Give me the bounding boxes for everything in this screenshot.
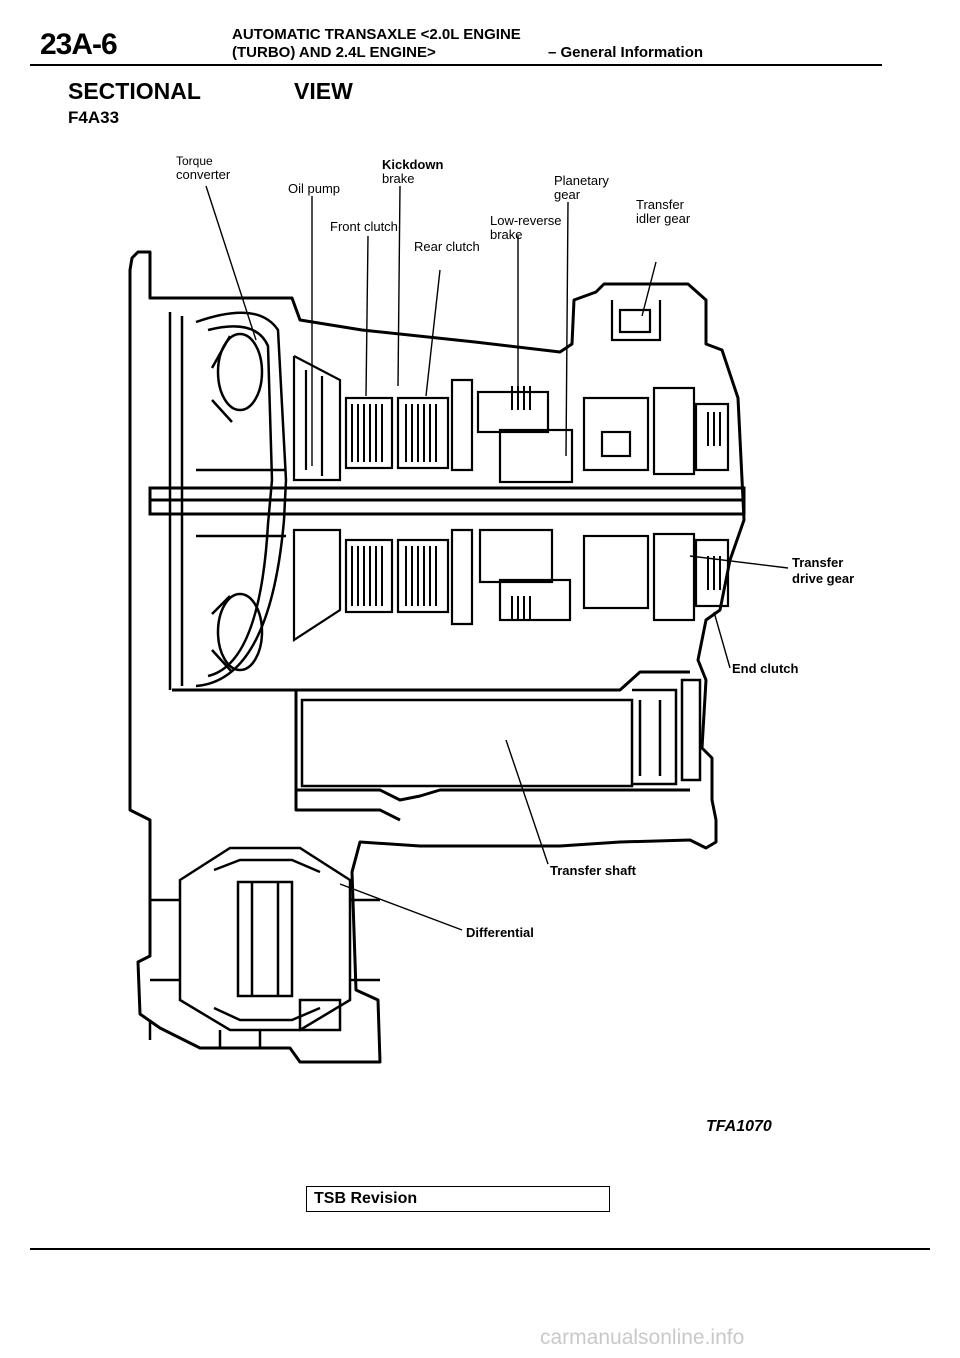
figure-id: TFA1070 xyxy=(706,1118,772,1135)
label-end-clutch: End clutch xyxy=(732,661,799,676)
tsb-revision-label: TSB Revision xyxy=(314,1190,418,1207)
label-low-reverse-line1: Low-reverse xyxy=(490,213,562,228)
label-transfer-drive-line1: Transfer xyxy=(792,555,844,570)
model-code: F4A33 xyxy=(68,108,120,127)
label-oil-pump: Oil pump xyxy=(288,181,341,196)
label-kickdown-line2: brake xyxy=(382,171,415,186)
label-torque-converter-line2: converter xyxy=(176,167,231,182)
watermark: carmanualsonline.info xyxy=(540,1326,745,1349)
label-front-clutch: Front clutch xyxy=(330,219,398,234)
label-planetary-line2: gear xyxy=(554,187,581,202)
section-title-word2: VIEW xyxy=(294,78,353,104)
header-rule xyxy=(30,64,882,66)
page-number: 23A-6 xyxy=(40,28,118,61)
label-transfer-idler-line2: idler gear xyxy=(636,211,691,226)
label-transfer-idler-line1: Transfer xyxy=(636,197,684,212)
label-transfer-shaft: Transfer shaft xyxy=(550,863,636,878)
label-torque-converter-line1: Torque xyxy=(176,154,213,168)
header-section: – General Information xyxy=(548,44,704,61)
label-differential: Differential xyxy=(466,925,534,940)
section-title-word1: SECTIONAL xyxy=(68,78,201,104)
header-title-line1: AUTOMATIC TRANSAXLE <2.0L ENGINE xyxy=(232,26,521,43)
label-rear-clutch: Rear clutch xyxy=(414,239,480,254)
header-title-line2: (TURBO) AND 2.4L ENGINE> xyxy=(232,44,436,61)
label-planetary-line1: Planetary xyxy=(554,173,609,188)
label-transfer-drive-line2: drive gear xyxy=(792,571,855,586)
label-kickdown-line1: Kickdown xyxy=(382,157,444,172)
footer-rule xyxy=(30,1248,930,1250)
tsb-revision-box xyxy=(306,1186,610,1212)
label-low-reverse-line2: brake xyxy=(490,227,523,242)
